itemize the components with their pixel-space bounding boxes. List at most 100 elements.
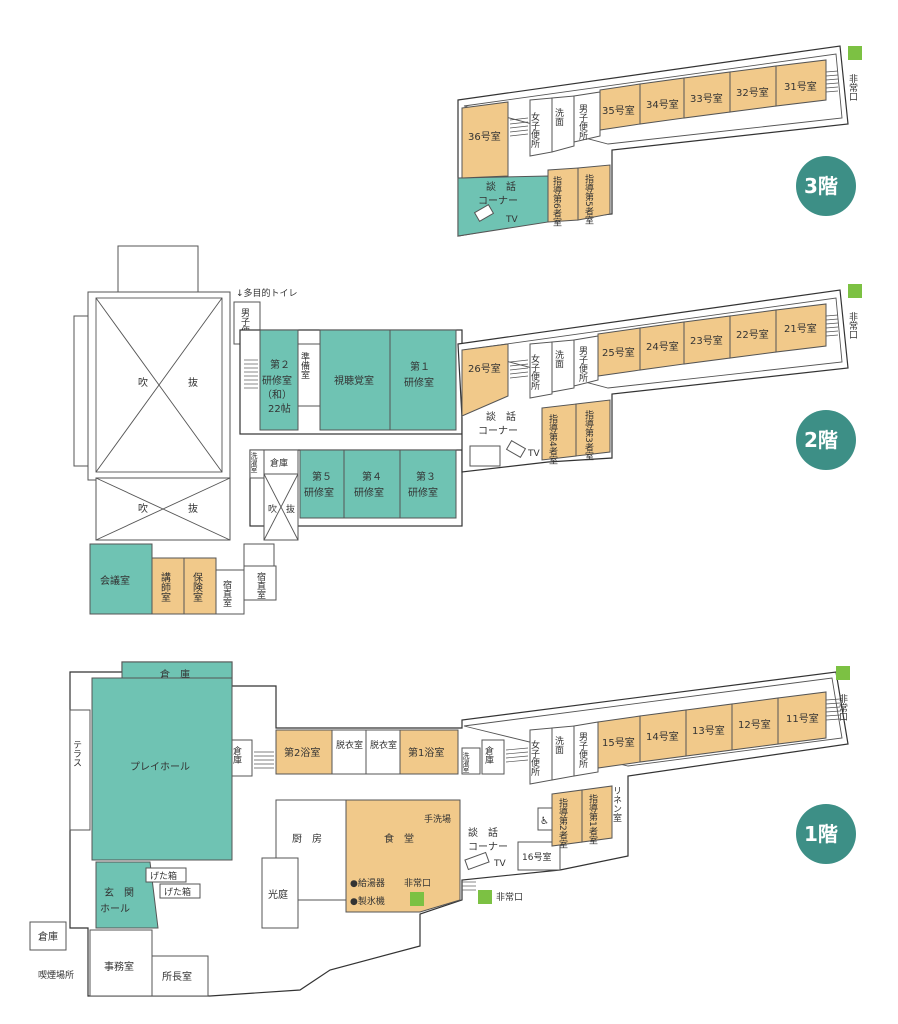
label-r33: 33号室	[690, 92, 723, 105]
label-women-wc-f1: 女子便所	[529, 739, 540, 777]
label-wash-f3: 洗面	[553, 107, 564, 127]
label-wash-f1: 洗面	[553, 735, 564, 755]
label-void2-a: 吹	[138, 502, 148, 515]
label-laundry-f1: 洗濯室	[462, 751, 470, 773]
label-leader5: 指導第5者室	[583, 173, 594, 225]
label-r32: 32号室	[736, 86, 769, 99]
room-dining	[345, 799, 461, 913]
label-r22: 22号室	[736, 328, 769, 341]
label-storage-mid: 倉庫	[483, 745, 494, 765]
label-r31: 31号室	[784, 80, 817, 93]
room-study4	[343, 449, 401, 519]
label-linen: リネン室	[611, 786, 622, 822]
floor-badge-1: 1階	[796, 804, 856, 864]
svg-text:3階: 3階	[804, 174, 838, 198]
label-laundry-f2: 洗濯室	[250, 451, 258, 473]
label-night1: 宿直室	[221, 579, 232, 607]
label-r15: 15号室	[602, 736, 635, 749]
label-r14: 14号室	[646, 730, 679, 743]
label-tv-f3: TV	[505, 215, 518, 225]
label-storage-bl: 倉庫	[38, 930, 58, 943]
label-courtyard: 光庭	[268, 888, 288, 901]
label-r25: 25号室	[602, 346, 635, 359]
label-exit-f1-outer: 非常口	[496, 891, 523, 903]
label-study3-2: 研修室	[408, 486, 438, 499]
label-leader4: 指導第4者室	[547, 413, 558, 465]
label-lounge-f1: 談 話	[468, 826, 498, 839]
floor-badge-3: 3階	[796, 156, 856, 216]
label-study1-1: 第１	[410, 360, 430, 373]
label-storage-f2: 倉庫	[270, 457, 288, 469]
svg-text:2階: 2階	[804, 428, 838, 452]
label-r24: 24号室	[646, 340, 679, 353]
label-storage-side: 倉庫	[231, 745, 242, 765]
label-r13: 13号室	[692, 724, 725, 737]
room-bath2	[275, 729, 333, 775]
room-bath1	[399, 729, 459, 775]
label-lounge-f2: 談 話	[486, 410, 516, 423]
label-exit-f1-right: 非常口	[837, 693, 848, 721]
label-men-wc-left: 男子便所	[239, 308, 250, 345]
label-geta1: げた箱	[150, 870, 177, 882]
label-study4-1: 第４	[362, 470, 382, 483]
label-r23: 23号室	[690, 334, 723, 347]
label-small-void-a: 吹	[268, 503, 277, 515]
label-handwash: 手洗場	[424, 813, 451, 825]
label-dining: 食 堂	[384, 832, 414, 845]
label-void-a: 吹	[138, 376, 148, 389]
label-study2-4: 22帖	[268, 402, 291, 415]
label-wash-f2: 洗面	[553, 349, 564, 369]
exit-icon	[478, 890, 492, 904]
label-r35: 35号室	[602, 104, 635, 117]
label-study3-1: 第３	[416, 470, 436, 483]
label-office: 事務室	[104, 960, 134, 973]
room-playhall	[91, 677, 233, 861]
label-lounge2-f3: コーナー	[478, 195, 518, 207]
label-small-void-b: 抜	[286, 503, 295, 515]
label-leader6: 指導第6者室	[551, 175, 562, 227]
label-lounge2-f2: コーナー	[478, 425, 518, 437]
label-tv-f2: TV	[527, 449, 540, 459]
label-leader3: 指導第3者室	[583, 409, 594, 461]
label-lecturer: 講師室	[159, 571, 171, 602]
label-men-wc-f3: 男子便所	[577, 104, 588, 141]
label-r36: 36号室	[468, 130, 501, 143]
room-entrance	[95, 861, 159, 929]
label-women-wc-f2: 女子便所	[529, 353, 540, 391]
exit-icon	[848, 284, 862, 298]
floor-2: 吹 抜 吹 抜 ↓多目的トイレ 男子便所 第２ 研修室 （和） 22帖 準備室 …	[73, 245, 862, 615]
label-av: 視聴覚室	[334, 374, 374, 387]
label-study4-2: 研修室	[354, 486, 384, 499]
label-kitchen: 厨 房	[292, 832, 322, 845]
label-bath1: 第1浴室	[408, 746, 444, 759]
room-leader1	[581, 785, 613, 843]
label-r12: 12号室	[738, 718, 771, 731]
label-women-wc-f3: 女子便所	[529, 111, 540, 149]
label-dress1: 脱衣室	[336, 739, 363, 751]
room-36	[461, 101, 509, 179]
exit-icon	[410, 892, 424, 906]
floor-3: 36号室 35号室 34号室 33号室 32号室 31号室 女子便所 洗面 男子…	[457, 45, 862, 237]
label-study2-2: 研修室	[262, 374, 292, 387]
label-terrace: テラス	[71, 740, 81, 767]
label-ice: ●製氷機	[350, 895, 385, 907]
room-leader3	[575, 399, 611, 457]
room-meeting	[89, 543, 153, 615]
room-study3	[399, 449, 457, 519]
label-exit-f2: 非常口	[847, 311, 858, 339]
label-water-heater: ●給湯器	[350, 877, 385, 889]
label-director: 所長室	[162, 970, 192, 983]
label-void-b: 抜	[188, 376, 198, 389]
label-study2-3: （和）	[262, 389, 292, 401]
label-playhall: プレイホール	[130, 761, 190, 773]
label-meeting: 会議室	[100, 574, 130, 587]
label-study5-2: 研修室	[304, 486, 334, 499]
room-lecturer	[151, 557, 185, 615]
label-health: 保険室	[191, 571, 203, 602]
label-bath2: 第2浴室	[284, 746, 320, 759]
label-r16: 16号室	[522, 851, 551, 863]
label-r34: 34号室	[646, 98, 679, 111]
floor-badge-2: 2階	[796, 410, 856, 470]
label-exit-dining: 非常口	[404, 877, 431, 889]
